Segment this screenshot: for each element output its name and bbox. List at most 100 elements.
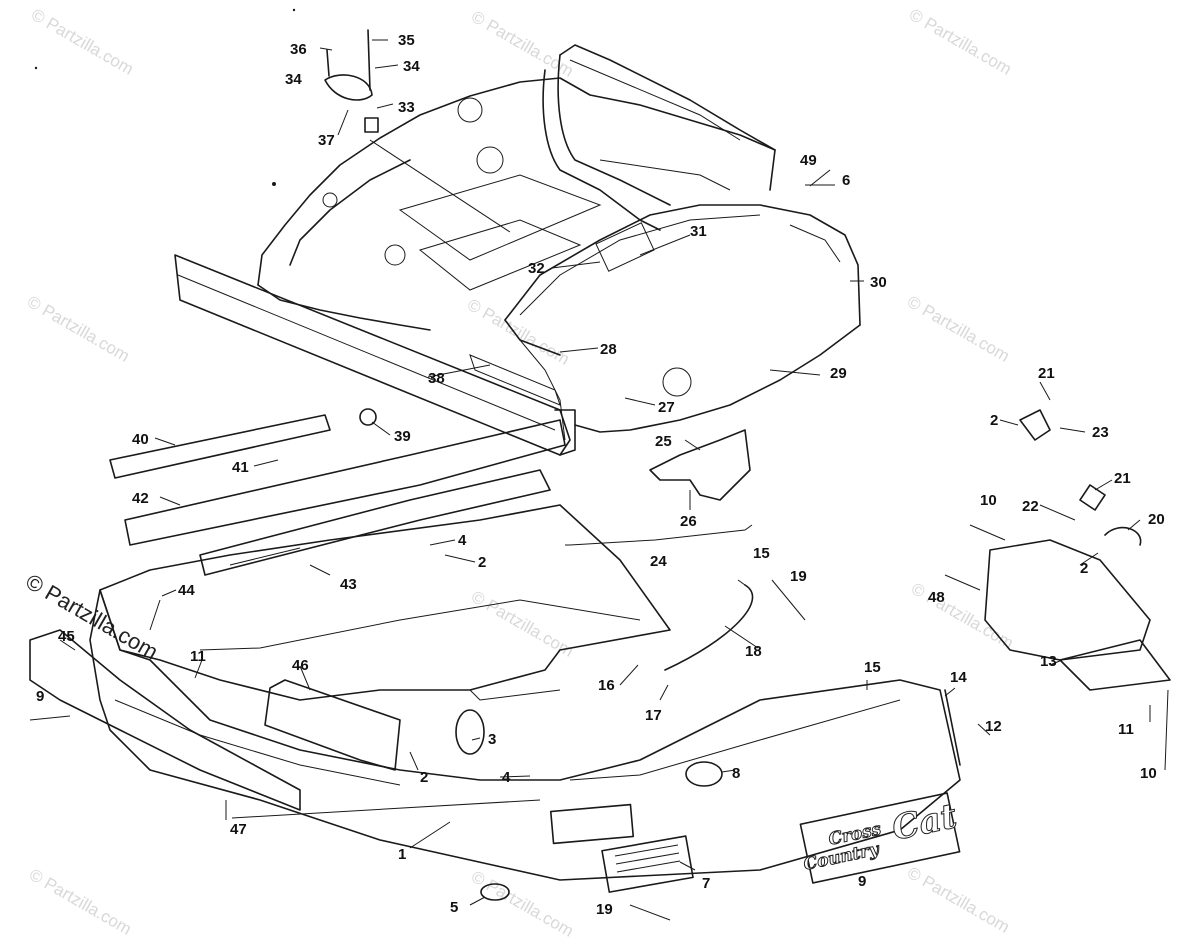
callout-11: 11 bbox=[190, 648, 206, 665]
callout-31: 31 bbox=[690, 223, 707, 240]
watermark: © Partzilla.com bbox=[468, 867, 577, 940]
callout-23: 23 bbox=[1092, 424, 1109, 441]
rear-decal-panel bbox=[549, 803, 635, 845]
callout-15: 15 bbox=[753, 545, 770, 562]
lower-body-panel bbox=[89, 589, 961, 881]
callout-44: 44 bbox=[178, 582, 195, 599]
callout-1: 1 bbox=[398, 846, 406, 863]
callout-8: 8 bbox=[732, 765, 740, 782]
callout-42: 42 bbox=[132, 490, 149, 507]
cross-country-cat-decal: Cross Country Cat bbox=[799, 792, 961, 884]
watermark: © Partzilla.com bbox=[464, 295, 573, 369]
bolt-short bbox=[326, 49, 330, 77]
callout-43: 43 bbox=[340, 576, 357, 593]
callout-28: 28 bbox=[600, 341, 617, 358]
callout-10: 10 bbox=[980, 492, 997, 509]
callout-4: 4 bbox=[502, 769, 511, 786]
upper-housing bbox=[257, 44, 776, 331]
callout-16: 16 bbox=[598, 677, 615, 694]
frame-rail bbox=[174, 254, 576, 456]
callout-labels: 36 35 34 34 33 37 49 6 31 32 30 28 38 29… bbox=[36, 32, 1165, 918]
callout-38: 38 bbox=[428, 370, 445, 387]
side-rails bbox=[109, 414, 566, 576]
side-molding bbox=[944, 689, 961, 766]
callout-34: 34 bbox=[403, 58, 420, 75]
callout-15: 15 bbox=[864, 659, 881, 676]
watermark: © Partzilla.com bbox=[904, 292, 1013, 366]
steering-bracket bbox=[649, 429, 751, 501]
latch-hook bbox=[1104, 526, 1142, 546]
callout-2: 2 bbox=[1080, 560, 1088, 577]
callout-17: 17 bbox=[645, 707, 662, 724]
callout-9: 9 bbox=[858, 873, 866, 890]
grommet bbox=[455, 709, 485, 755]
callout-5: 5 bbox=[450, 899, 458, 916]
diagram-linework: Cross Country Cat bbox=[29, 8, 1171, 921]
callout-13: 13 bbox=[1040, 653, 1057, 670]
callout-7: 7 bbox=[702, 875, 710, 892]
callout-36: 36 bbox=[290, 41, 307, 58]
callout-4: 4 bbox=[458, 532, 467, 549]
watermark: © Partzilla.com bbox=[908, 579, 1017, 653]
callout-2: 2 bbox=[990, 412, 998, 429]
cable-loop bbox=[664, 584, 754, 671]
steering-post-clip bbox=[324, 74, 373, 101]
callout-40: 40 bbox=[132, 431, 149, 448]
battery-box-lid bbox=[1059, 639, 1171, 691]
callout-41: 41 bbox=[232, 459, 249, 476]
callout-47: 47 bbox=[230, 821, 247, 838]
callout-2: 2 bbox=[478, 554, 486, 571]
grille bbox=[601, 835, 694, 893]
callout-18: 18 bbox=[745, 643, 762, 660]
callout-bracket bbox=[565, 524, 753, 546]
bushing bbox=[364, 117, 379, 133]
seat-hood bbox=[504, 204, 861, 441]
callout-32: 32 bbox=[528, 260, 545, 277]
callout-45: 45 bbox=[58, 628, 75, 645]
tail-clip bbox=[1079, 484, 1106, 511]
belly-pan bbox=[99, 504, 671, 701]
battery-box bbox=[984, 539, 1151, 661]
callout-12: 12 bbox=[985, 718, 1002, 735]
callout-6: 6 bbox=[842, 172, 850, 189]
callout-46: 46 bbox=[292, 657, 309, 674]
callout-22: 22 bbox=[1022, 498, 1039, 515]
watermark: © Partzilla.com bbox=[24, 292, 133, 366]
callout-48: 48 bbox=[928, 589, 945, 606]
rubber-bumper bbox=[480, 883, 510, 901]
watermark: © Partzilla.com bbox=[28, 5, 137, 79]
front-bumper bbox=[29, 629, 301, 811]
callout-11: 11 bbox=[1118, 721, 1134, 738]
rubber-grommet bbox=[359, 408, 377, 426]
watermark: © Partzilla.com bbox=[904, 863, 1013, 937]
callout-30: 30 bbox=[870, 274, 887, 291]
callout-34: 34 bbox=[285, 71, 302, 88]
callout-21: 21 bbox=[1038, 365, 1055, 382]
callout-20: 20 bbox=[1148, 511, 1165, 528]
callout-9: 9 bbox=[36, 688, 44, 705]
callout-24: 24 bbox=[650, 553, 667, 570]
callout-2: 2 bbox=[420, 769, 428, 786]
callout-27: 27 bbox=[658, 399, 675, 416]
callout-37: 37 bbox=[318, 132, 335, 149]
watermark-layer: © Partzilla.com © Partzilla.com © Partzi… bbox=[22, 5, 1017, 940]
callout-33: 33 bbox=[398, 99, 415, 116]
watermark: © Partzilla.com bbox=[468, 7, 577, 81]
bolt bbox=[367, 29, 371, 91]
watermark: © Partzilla.com bbox=[26, 865, 135, 939]
callout-35: 35 bbox=[398, 32, 415, 49]
callout-19: 19 bbox=[596, 901, 613, 918]
callout-3: 3 bbox=[488, 731, 496, 748]
callout-21: 21 bbox=[1114, 470, 1131, 487]
hood-plug bbox=[685, 761, 723, 787]
callout-29: 29 bbox=[830, 365, 847, 382]
latch-bracket bbox=[1019, 409, 1051, 441]
leader-lines bbox=[29, 39, 1169, 921]
callout-19: 19 bbox=[790, 568, 807, 585]
callout-14: 14 bbox=[950, 669, 967, 686]
watermark: © Partzilla.com bbox=[906, 5, 1015, 79]
callout-25: 25 bbox=[655, 433, 672, 450]
callout-39: 39 bbox=[394, 428, 411, 445]
